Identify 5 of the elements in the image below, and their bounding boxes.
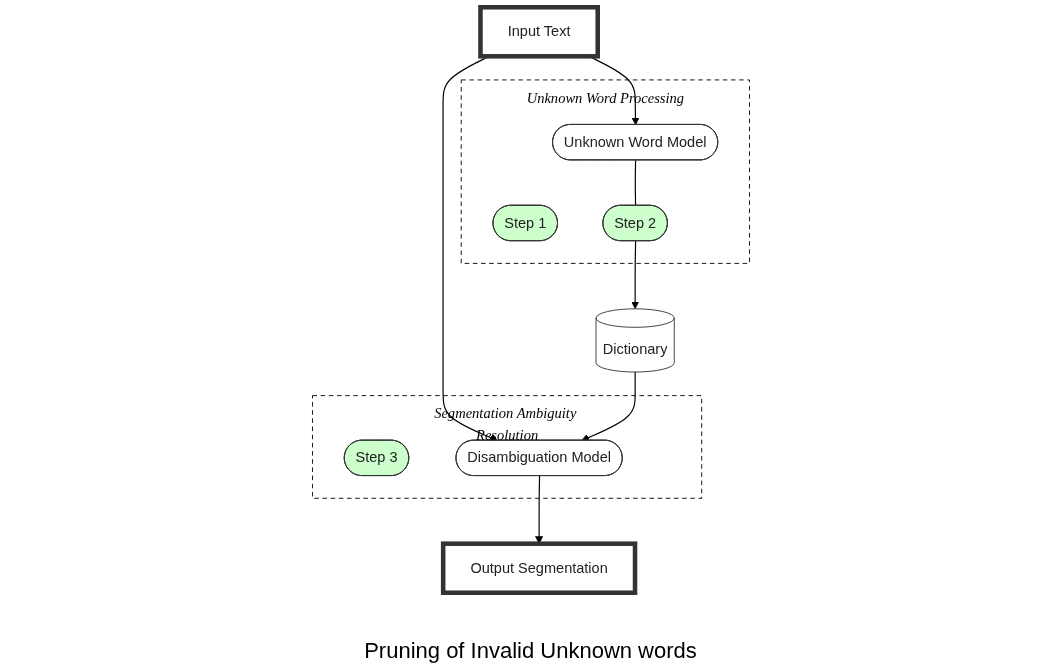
connector xyxy=(634,159,636,207)
node-box: Input Text xyxy=(477,5,600,59)
arrow xyxy=(630,240,639,310)
note-text: Pruning of Invalid Unknown words xyxy=(364,638,697,664)
node-box: Output Segmentation xyxy=(440,541,637,595)
